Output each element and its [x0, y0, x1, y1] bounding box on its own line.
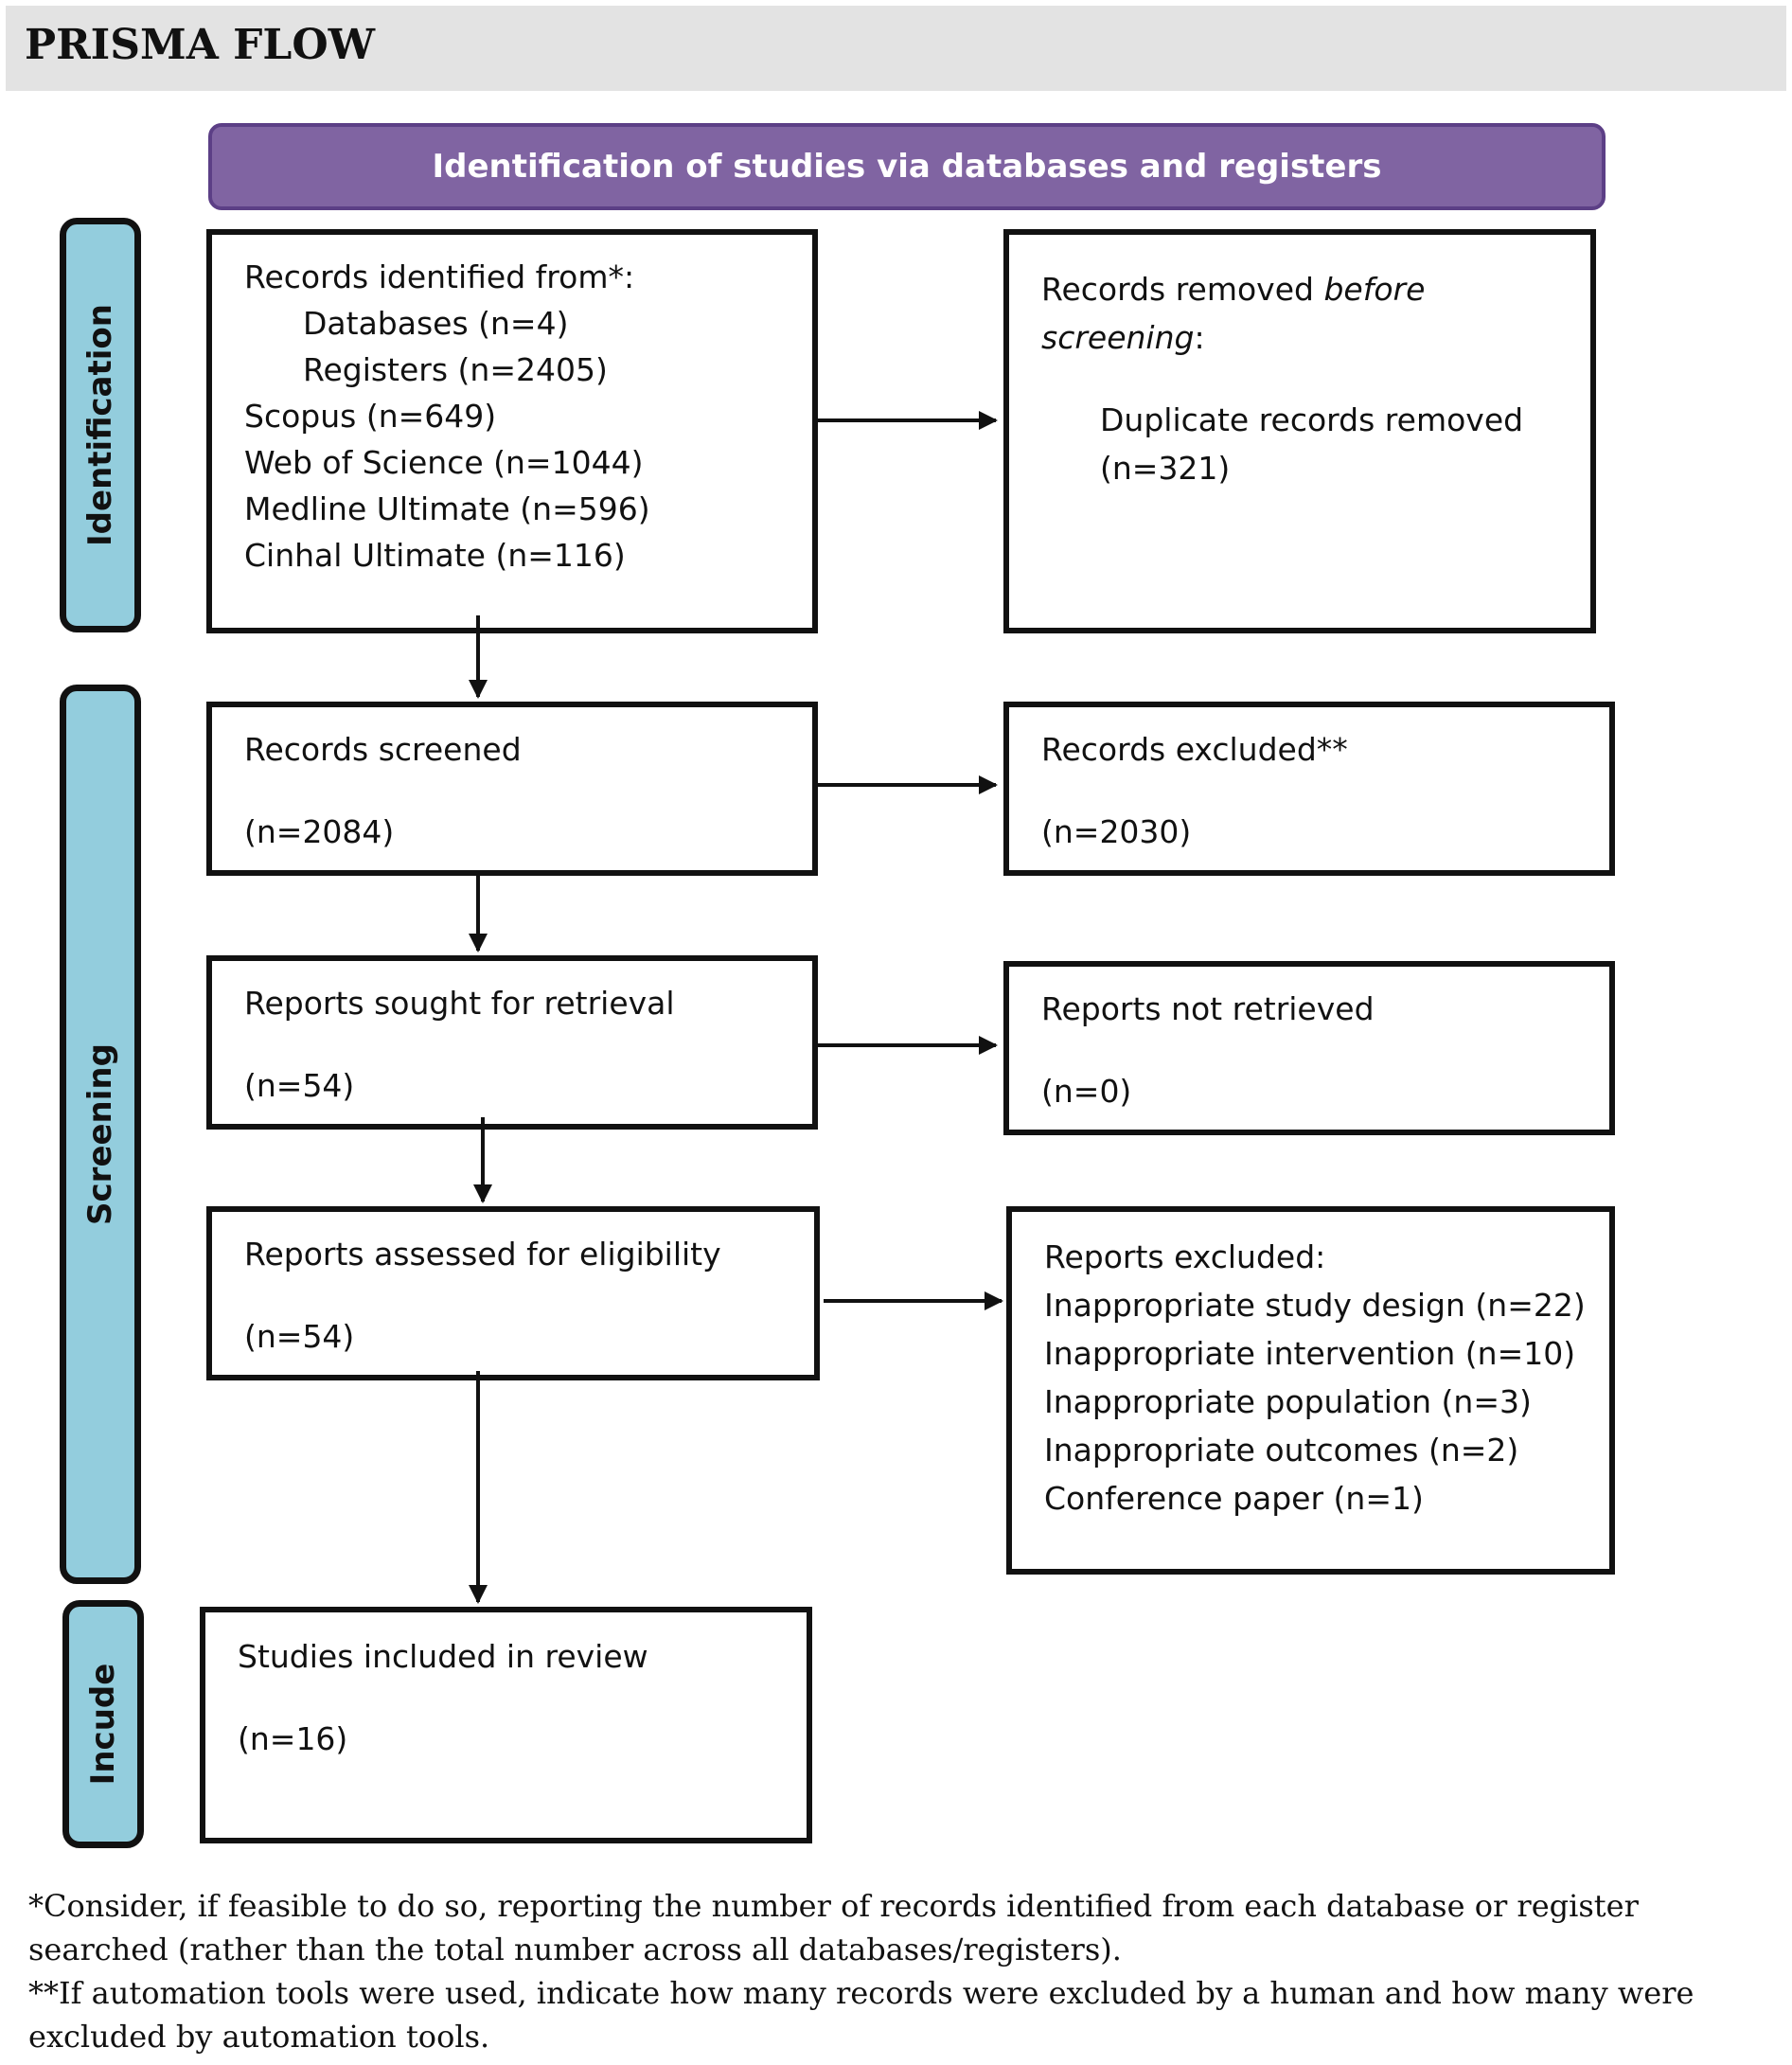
registers-count: Registers (n=2405): [303, 351, 608, 388]
records-removed-box: Records removed before screening: Duplic…: [1003, 229, 1596, 633]
duplicates-count: (n=321): [1100, 450, 1231, 487]
records-screened-label: Records screened: [244, 731, 522, 768]
footnote-line: **If automation tools were used, indicat…: [28, 1975, 1694, 2011]
records-removed-heading-1: Records removed before: [1041, 271, 1426, 308]
records-excluded-label: Records excluded**: [1041, 731, 1348, 768]
banner-text: Identification of studies via databases …: [432, 148, 1382, 186]
exclusion-reason: Conference paper (n=1): [1044, 1480, 1424, 1517]
phase-identification: Identification: [60, 218, 141, 632]
studies-included-count: (n=16): [238, 1720, 348, 1757]
header-band: [6, 6, 1786, 91]
phase-include: Incude: [62, 1600, 144, 1848]
reports-excluded-box: Reports excluded: Inappropriate study de…: [1006, 1206, 1615, 1575]
reports-assessed-count: (n=54): [244, 1318, 355, 1355]
exclusion-reason: Inappropriate outcomes (n=2): [1044, 1432, 1519, 1469]
reports-sought-label: Reports sought for retrieval: [244, 985, 675, 1022]
studies-included-box: Studies included in review (n=16): [200, 1607, 812, 1843]
reports-not-retrieved-label: Reports not retrieved: [1041, 990, 1375, 1027]
page-title: PRISMA FLOW: [25, 21, 376, 69]
footnotes: *Consider, if feasible to do so, reporti…: [28, 1884, 1770, 2058]
footnote-line: excluded by automation tools.: [28, 2019, 490, 2055]
studies-included-label: Studies included in review: [238, 1638, 648, 1675]
medline-count: Medline Ultimate (n=596): [244, 490, 650, 527]
exclusion-reason: Inappropriate study design (n=22): [1044, 1287, 1586, 1324]
cinhal-count: Cinhal Ultimate (n=116): [244, 537, 626, 574]
reports-assessed-label: Reports assessed for eligibility: [244, 1236, 721, 1273]
exclusion-reason: Inappropriate intervention (n=10): [1044, 1335, 1576, 1372]
records-screened-count: (n=2084): [244, 813, 395, 850]
phase-screening: Screening: [60, 685, 141, 1584]
identification-banner: Identification of studies via databases …: [208, 123, 1606, 210]
records-identified-box: Records identified from*: Databases (n=4…: [206, 229, 818, 633]
reports-not-retrieved-box: Reports not retrieved (n=0): [1003, 961, 1615, 1135]
scopus-count: Scopus (n=649): [244, 398, 497, 435]
records-excluded-count: (n=2030): [1041, 813, 1192, 850]
duplicates-label: Duplicate records removed: [1100, 401, 1524, 438]
records-excluded-box: Records excluded** (n=2030): [1003, 702, 1615, 876]
records-removed-heading-2: screening:: [1041, 319, 1205, 356]
records-screened-box: Records screened (n=2084): [206, 702, 818, 876]
reports-excluded-heading: Reports excluded:: [1044, 1238, 1326, 1275]
reports-sought-box: Reports sought for retrieval (n=54): [206, 955, 818, 1130]
exclusion-reason: Inappropriate population (n=3): [1044, 1383, 1532, 1420]
wos-count: Web of Science (n=1044): [244, 444, 644, 481]
databases-count: Databases (n=4): [303, 305, 569, 342]
footnote-line: searched (rather than the total number a…: [28, 1931, 1122, 1967]
footnote-line: *Consider, if feasible to do so, reporti…: [28, 1888, 1639, 1924]
reports-assessed-box: Reports assessed for eligibility (n=54): [206, 1206, 820, 1380]
reports-sought-count: (n=54): [244, 1067, 355, 1104]
reports-not-retrieved-count: (n=0): [1041, 1073, 1132, 1110]
records-identified-heading: Records identified from*:: [244, 258, 635, 295]
